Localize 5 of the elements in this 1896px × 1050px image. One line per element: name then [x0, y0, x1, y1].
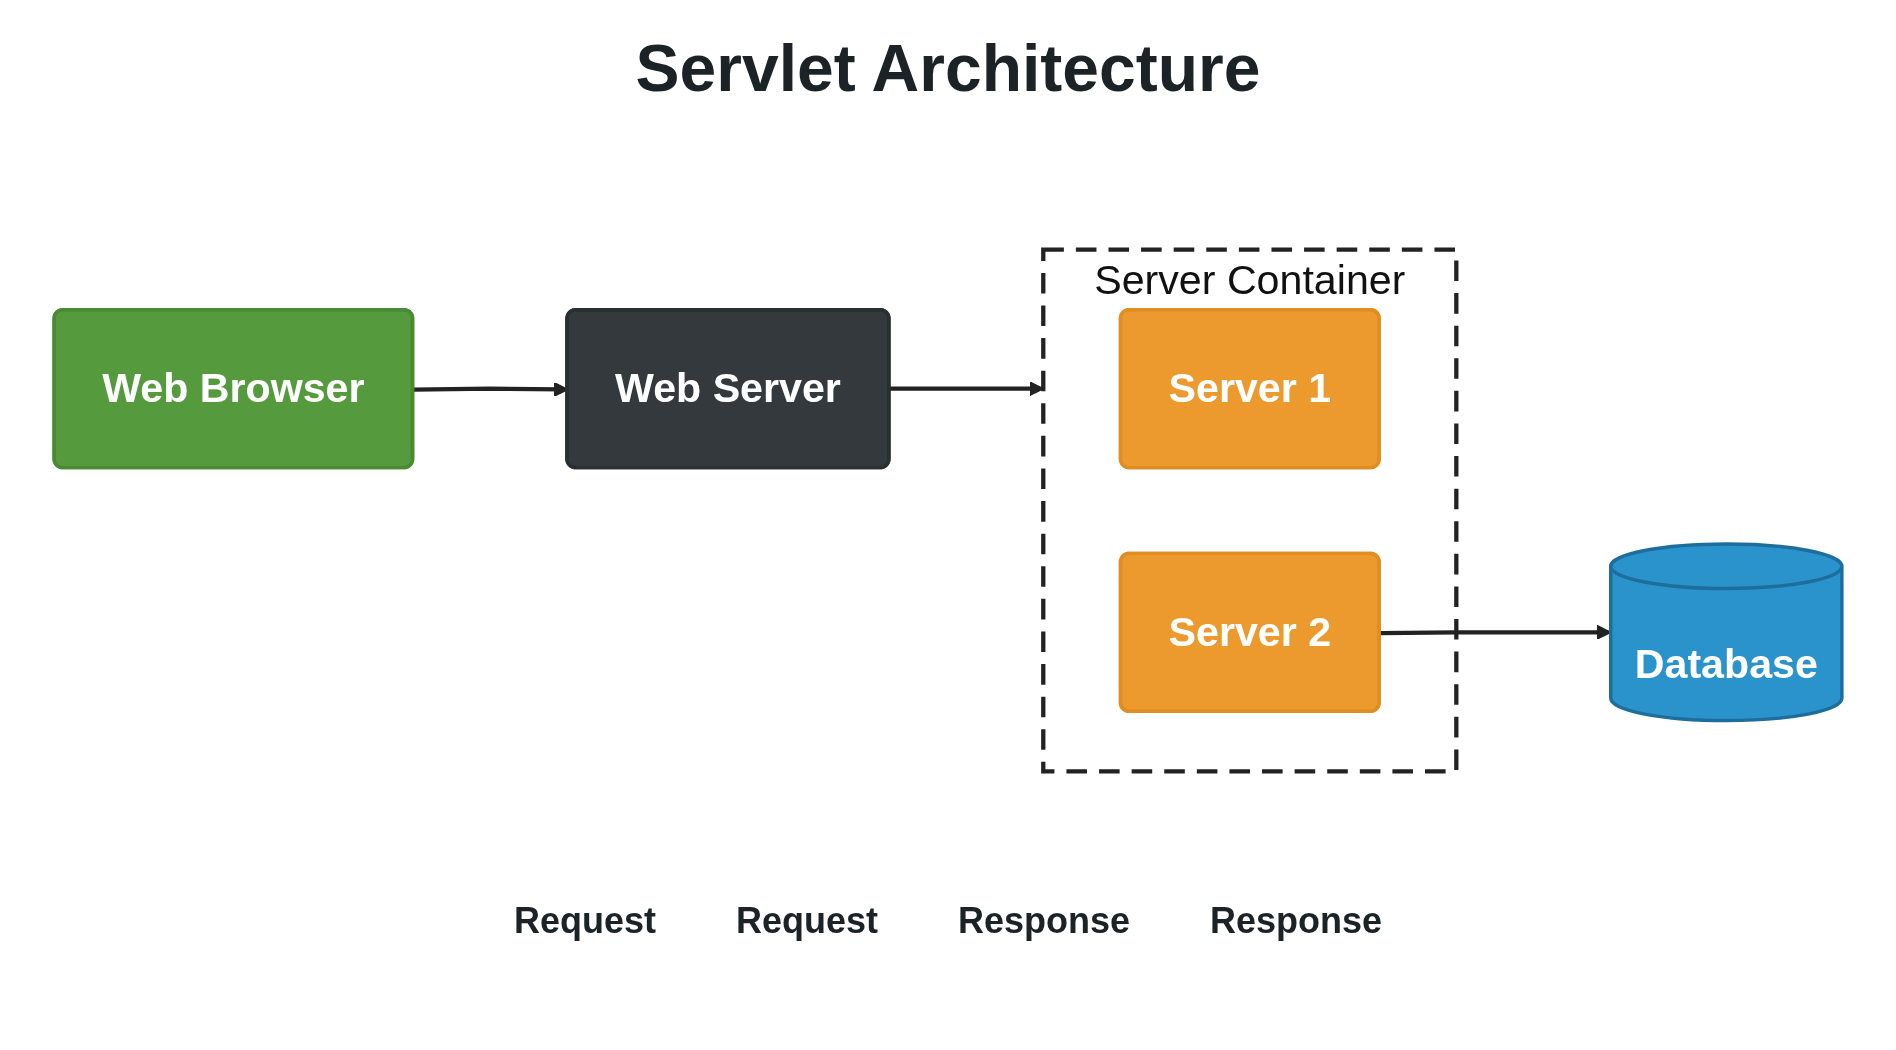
diagram-title: Servlet Architecture	[635, 30, 1261, 106]
note-label: Response	[957, 900, 1131, 942]
note-label: Response	[1210, 900, 1383, 942]
note-label: Request	[735, 900, 878, 942]
note-label: Request	[513, 900, 656, 942]
